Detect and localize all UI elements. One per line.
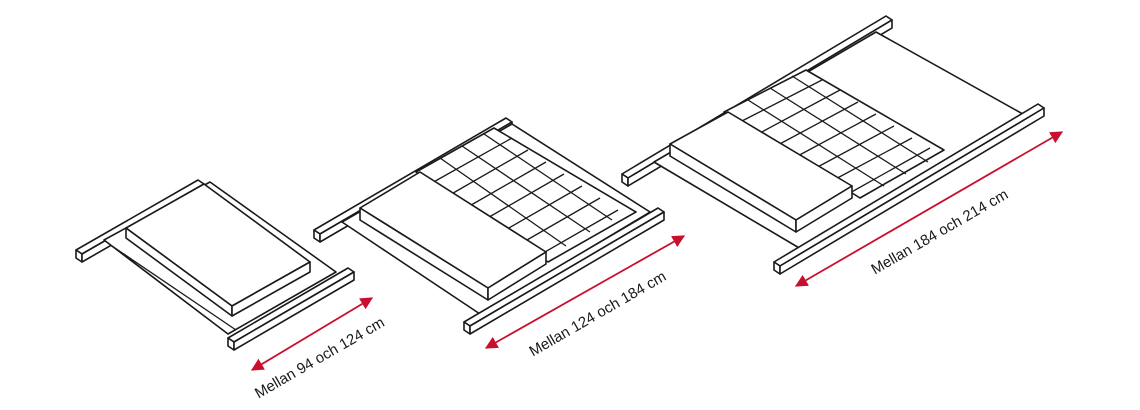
slatted-base (415, 127, 637, 263)
bed-frame-small (75, 179, 355, 351)
dimension-arrow-medium (484, 235, 686, 349)
bed-frame-large (621, 15, 1045, 275)
dimension-arrow-large (794, 131, 1064, 287)
dimension-arrow-small (250, 297, 374, 371)
